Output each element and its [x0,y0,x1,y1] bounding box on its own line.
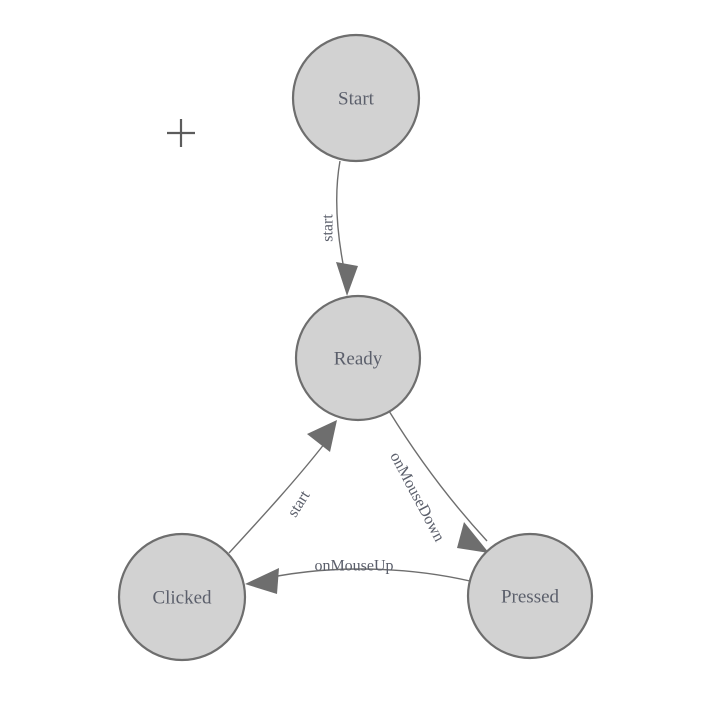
edge-clicked-to-ready-path [228,442,326,554]
edge-ready-to-pressed[interactable]: onMouseDown [386,410,489,553]
edge-ready-to-pressed-arrowhead [457,522,489,553]
edge-start-to-ready-path [335,160,346,275]
node-pressed-circle[interactable] [466,532,594,660]
node-clicked-label: Clicked [152,588,212,609]
edge-label-clicked-to-ready: start [284,487,313,520]
edge-start-to-ready[interactable]: start [320,160,359,296]
edge-pressed-to-clicked[interactable]: onMouseUp [245,558,471,595]
node-start-circle[interactable] [291,33,421,163]
node-clicked-circle[interactable] [117,532,247,662]
node-start-label: Start [338,89,375,110]
node-clicked[interactable]: Clicked [117,532,247,662]
node-pressed-label: Pressed [501,587,560,608]
plus-crosshair-marker[interactable] [167,119,195,147]
node-start[interactable]: Start [291,33,421,163]
edge-label-pressed-to-clicked: onMouseUp [314,558,393,575]
edge-label-start-to-ready: start [320,214,337,242]
node-ready[interactable]: Ready [294,294,422,422]
node-ready-label: Ready [334,349,383,370]
edge-label-ready-to-pressed: onMouseDown [386,449,447,544]
edge-clicked-to-ready[interactable]: start [228,420,337,554]
edge-pressed-to-clicked-arrowhead [245,568,279,594]
edge-start-to-ready-arrowhead [336,262,358,296]
edge-pressed-to-clicked-path [253,568,471,582]
node-pressed[interactable]: Pressed [466,532,594,660]
edge-clicked-to-ready-arrowhead [307,420,337,452]
node-ready-circle[interactable] [294,294,422,422]
edge-ready-to-pressed-path [388,410,488,542]
